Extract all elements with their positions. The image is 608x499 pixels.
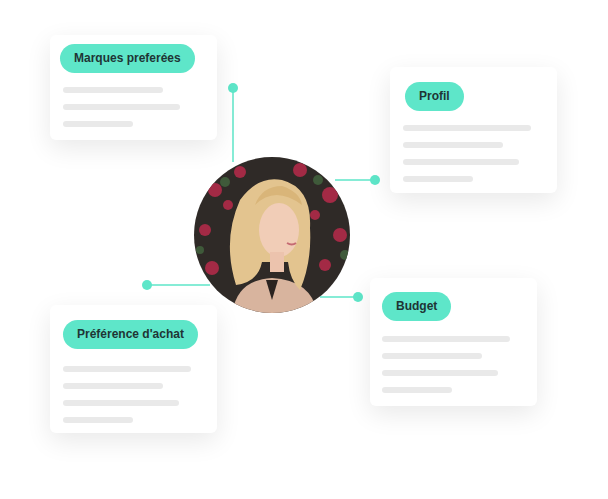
profile-card: Budget xyxy=(370,278,537,406)
placeholder-line xyxy=(382,336,510,342)
placeholder-line xyxy=(63,417,133,423)
placeholder-line xyxy=(403,142,503,148)
card-title: Préférence d'achat xyxy=(63,320,198,349)
placeholder-line xyxy=(63,87,163,93)
placeholder-line xyxy=(63,121,133,127)
placeholder-line xyxy=(382,387,452,393)
profile-card: Marques preferées xyxy=(50,35,217,140)
placeholder-line xyxy=(382,370,498,376)
profile-card: Profil xyxy=(390,67,557,193)
portrait-photo xyxy=(190,150,360,320)
card-title: Budget xyxy=(382,292,451,321)
placeholder-line xyxy=(63,383,163,389)
card-title: Profil xyxy=(405,82,464,111)
placeholder-line xyxy=(403,125,531,131)
placeholder-line xyxy=(382,353,482,359)
placeholder-line xyxy=(403,159,519,165)
placeholder-line xyxy=(403,176,473,182)
placeholder-line xyxy=(63,366,191,372)
placeholder-line xyxy=(63,400,179,406)
placeholder-line xyxy=(63,104,180,110)
card-title: Marques preferées xyxy=(60,44,195,73)
profile-card: Préférence d'achat xyxy=(50,305,217,433)
